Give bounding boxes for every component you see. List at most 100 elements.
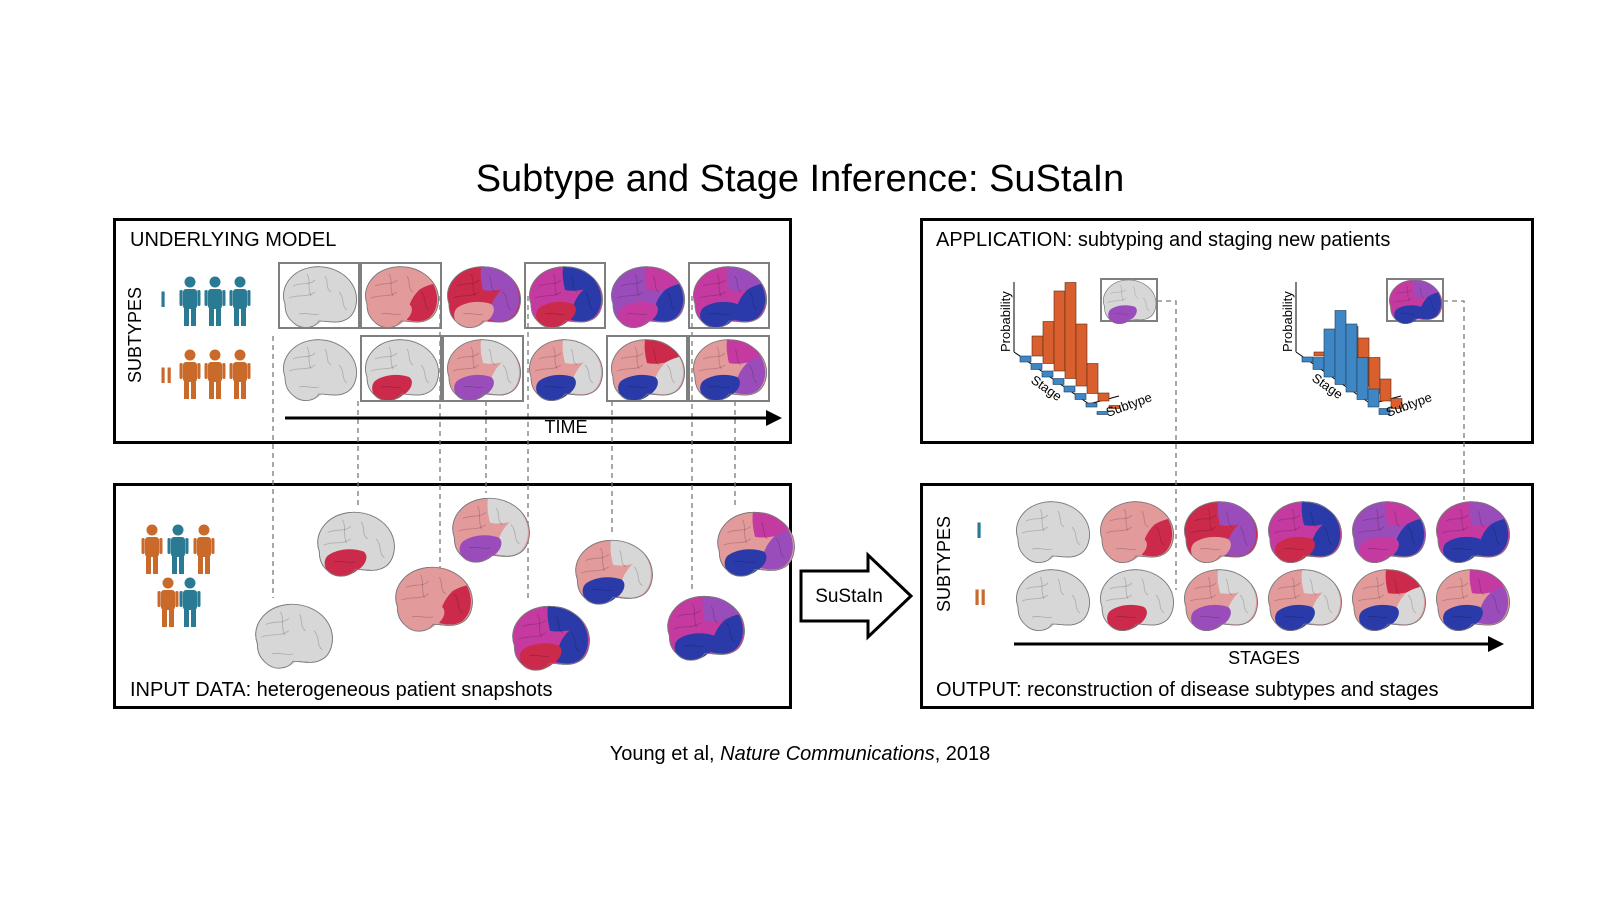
brain-icon [1268, 569, 1342, 631]
brain-icon [365, 339, 439, 401]
app-chart1-zlabel: Subtype [1104, 389, 1154, 419]
person-icon [179, 276, 201, 326]
time-arrow [285, 410, 782, 426]
brain-icon [611, 339, 685, 401]
connector-line [1157, 300, 1177, 590]
probability-bar [1052, 378, 1065, 385]
probability-bar [1356, 357, 1369, 400]
patient-brain-icon [717, 511, 795, 577]
sustain-arrow-label: SuStaIn [815, 586, 883, 607]
person-icon [204, 349, 226, 399]
model-subtype-ii-label: II [160, 363, 172, 388]
brain-icon [1436, 569, 1510, 631]
new-patient-brain-icon [1389, 279, 1443, 324]
input-data-label: INPUT DATA: heterogeneous patient snapsh… [130, 679, 553, 701]
highlight-box [688, 262, 770, 329]
probability-bar [1063, 385, 1076, 393]
person-icon [229, 349, 251, 399]
application-chart-1 [1013, 282, 1121, 415]
probability-bar [1313, 351, 1326, 357]
citation-year: , 2018 [934, 743, 991, 765]
highlight-box [1100, 278, 1158, 322]
brain-icon [447, 266, 521, 328]
output-subtype-i-label: I [976, 518, 982, 543]
brain-icon [529, 266, 603, 328]
probability-bar [1030, 363, 1043, 370]
patient-brain-icon [255, 603, 333, 669]
underlying-model-panel: UNDERLYING MODEL [113, 218, 792, 444]
probability-bar [1378, 408, 1391, 415]
person-icon [204, 276, 226, 326]
stages-label: STAGES [1228, 648, 1300, 668]
probability-bar [1312, 357, 1325, 370]
stages-arrow [1014, 636, 1504, 652]
person-icon [167, 524, 189, 574]
probability-bar [1301, 356, 1314, 363]
patient-brain-icon [667, 595, 745, 661]
person-icon [141, 524, 163, 574]
input-data-panel: INPUT DATA: heterogeneous patient snapsh… [113, 483, 792, 709]
highlight-box [360, 335, 442, 402]
model-subtype-i-label: I [160, 287, 166, 312]
page-title: Subtype and Stage Inference: SuStaIn [475, 158, 1125, 200]
person-icon [157, 577, 179, 627]
probability-bar [1042, 321, 1055, 364]
brain-icon [1016, 501, 1090, 563]
citation-journal: Nature Communications [720, 743, 935, 765]
probability-bar [1019, 355, 1032, 363]
brain-icon [611, 266, 685, 328]
person-icon [179, 577, 201, 627]
brain-icon [283, 266, 357, 328]
brain-icon [1436, 501, 1510, 563]
probability-bar [1075, 323, 1088, 387]
probability-bar [1041, 370, 1054, 378]
brain-icon [365, 266, 439, 328]
model-subtypes-axis-label: SUBTYPES [125, 287, 145, 383]
probability-bar [1368, 357, 1381, 394]
connector-line [1443, 300, 1465, 500]
brain-icon [447, 339, 521, 401]
citation: Young et al, Nature Communications, 2018 [0, 743, 1600, 766]
patient-brain-icon [317, 511, 395, 577]
brain-icon [1016, 569, 1090, 631]
application-panel: APPLICATION: subtyping and staging new p… [920, 218, 1534, 444]
probability-bar [1323, 328, 1336, 378]
brain-icon [1352, 569, 1426, 631]
citation-authors: Young et al, [609, 743, 721, 765]
highlight-box [1386, 278, 1444, 322]
person-icon [193, 524, 215, 574]
probability-bar [1097, 392, 1110, 402]
output-subtypes-axis-label: SUBTYPES [934, 516, 954, 612]
patient-brain-icon [395, 566, 473, 632]
patient-brain-icon [575, 539, 653, 605]
probability-bar [1031, 335, 1044, 357]
output-subtype-ii-label: II [974, 585, 986, 610]
time-label: TIME [545, 417, 588, 437]
app-chart1-ylabel: Probability [998, 291, 1013, 352]
probability-bar [1064, 282, 1077, 379]
highlight-box [360, 262, 442, 329]
probability-bar [1390, 398, 1403, 409]
probability-bar [1085, 402, 1098, 408]
brain-icon [1184, 569, 1258, 631]
sustain-arrow: SuStaIn [799, 551, 914, 641]
highlight-box [688, 335, 770, 402]
person-icon [179, 349, 201, 399]
brain-icon [283, 339, 357, 401]
brain-icon [1100, 501, 1174, 563]
probability-bar [1096, 411, 1109, 415]
probability-bar [1367, 388, 1380, 408]
probability-bar [1334, 310, 1347, 385]
brain-icon [529, 339, 603, 401]
application-label: APPLICATION: subtyping and staging new p… [936, 229, 1391, 251]
new-patient-brain-icon [1103, 279, 1157, 324]
highlight-box [524, 262, 606, 329]
brain-icon [693, 266, 767, 328]
person-icon [229, 276, 251, 326]
highlight-box [606, 335, 688, 402]
patient-brain-icon [452, 497, 530, 563]
patient-brain-icon [512, 605, 590, 671]
application-chart-2 [1295, 282, 1403, 415]
brain-icon [1184, 501, 1258, 563]
